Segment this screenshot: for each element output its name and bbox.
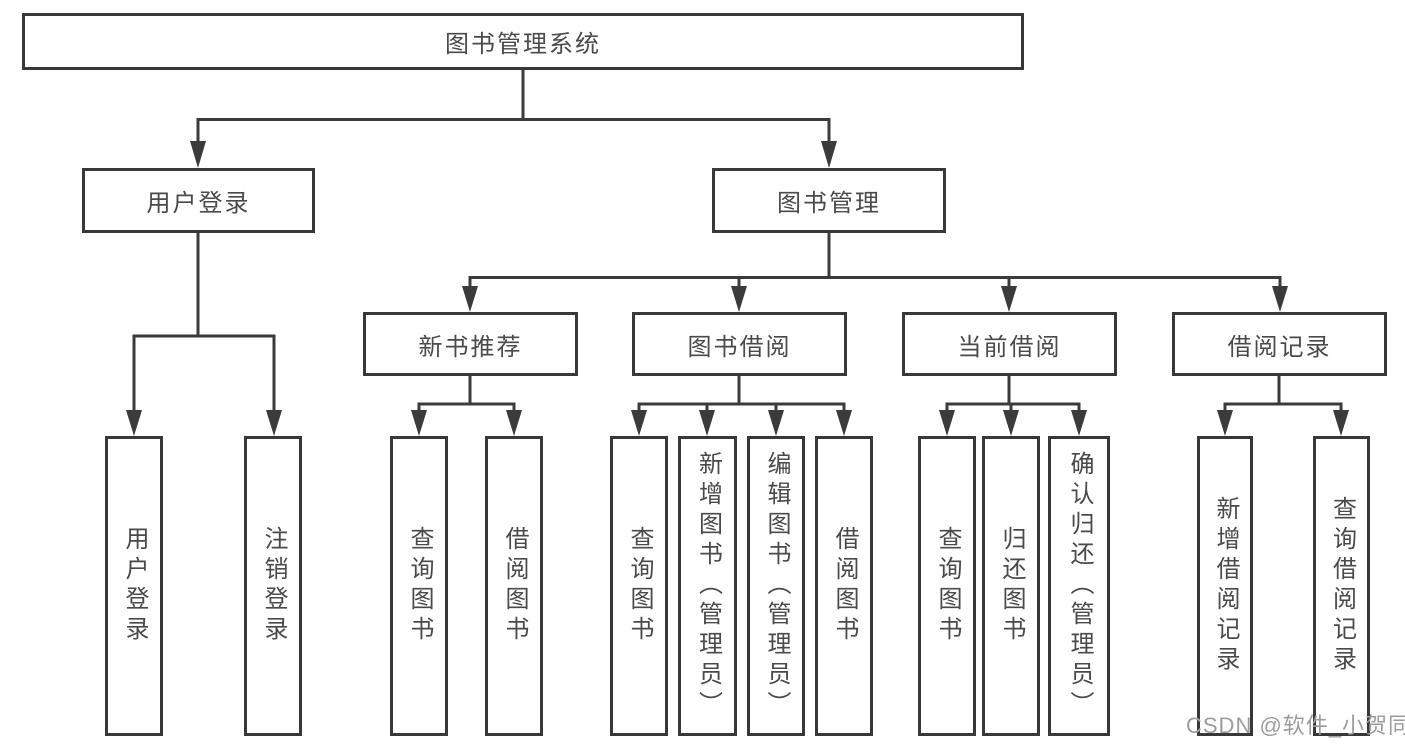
leaf-confirm-return-admin: 确认归还（管理员）	[1048, 436, 1110, 736]
leaf-add-books-admin: 新增图书（管理员）	[678, 436, 737, 736]
leaf-add-borrow-record-label: 新增借阅记录	[1212, 496, 1239, 676]
leaf-query-books-borrow-label: 查询图书	[626, 526, 653, 646]
node-user-login: 用户登录	[82, 168, 315, 233]
leaf-query-books-current: 查询图书	[918, 436, 976, 736]
leaf-query-borrow-record-label: 查询借阅记录	[1328, 496, 1356, 676]
node-borrow-records-label: 借阅记录	[1227, 333, 1332, 361]
leaf-confirm-return-admin-label: 确认归还（管理员）	[1066, 451, 1093, 721]
leaf-add-books-admin-label: 新增图书（管理员）	[694, 451, 722, 721]
leaf-user-login-label: 用户登录	[121, 526, 148, 646]
node-system-root-label: 图书管理系统	[445, 31, 601, 58]
leaf-query-borrow-record: 查询借阅记录	[1313, 436, 1370, 736]
node-new-book-recommend-label: 新书推荐	[418, 333, 523, 361]
node-new-book-recommend: 新书推荐	[363, 312, 578, 376]
node-current-borrow-label: 当前借阅	[957, 333, 1062, 361]
leaf-return-books: 归还图书	[982, 436, 1040, 736]
leaf-borrow-books: 借阅图书	[815, 436, 873, 736]
leaf-user-login: 用户登录	[105, 436, 163, 736]
leaf-logout: 注销登录	[244, 436, 302, 736]
leaf-borrow-books-label: 借阅图书	[831, 526, 858, 646]
leaf-logout-label: 注销登录	[260, 526, 287, 646]
leaf-edit-books-admin: 编辑图书（管理员）	[747, 436, 805, 736]
node-system-root: 图书管理系统	[22, 13, 1024, 70]
leaf-query-books-borrow: 查询图书	[610, 436, 668, 736]
node-user-login-label: 用户登录	[146, 190, 251, 217]
leaf-return-books-label: 归还图书	[998, 526, 1025, 646]
node-book-management: 图书管理	[712, 168, 946, 233]
node-book-borrow-label: 图书借阅	[687, 333, 792, 361]
node-book-management-label: 图书管理	[777, 190, 881, 217]
node-borrow-records: 借阅记录	[1172, 312, 1387, 376]
leaf-edit-books-admin-label: 编辑图书（管理员）	[763, 451, 790, 721]
leaf-borrow-books-recommend: 借阅图书	[485, 436, 543, 736]
leaf-query-books-recommend-label: 查询图书	[406, 526, 433, 646]
leaf-query-books-recommend: 查询图书	[390, 436, 448, 736]
node-current-borrow: 当前借阅	[902, 312, 1117, 376]
node-book-borrow: 图书借阅	[632, 312, 847, 376]
watermark: CSDN @软件_小贺同学	[1186, 713, 1405, 738]
leaf-add-borrow-record: 新增借阅记录	[1197, 436, 1253, 736]
leaf-query-books-current-label: 查询图书	[934, 526, 961, 646]
leaf-borrow-books-recommend-label: 借阅图书	[501, 526, 528, 646]
